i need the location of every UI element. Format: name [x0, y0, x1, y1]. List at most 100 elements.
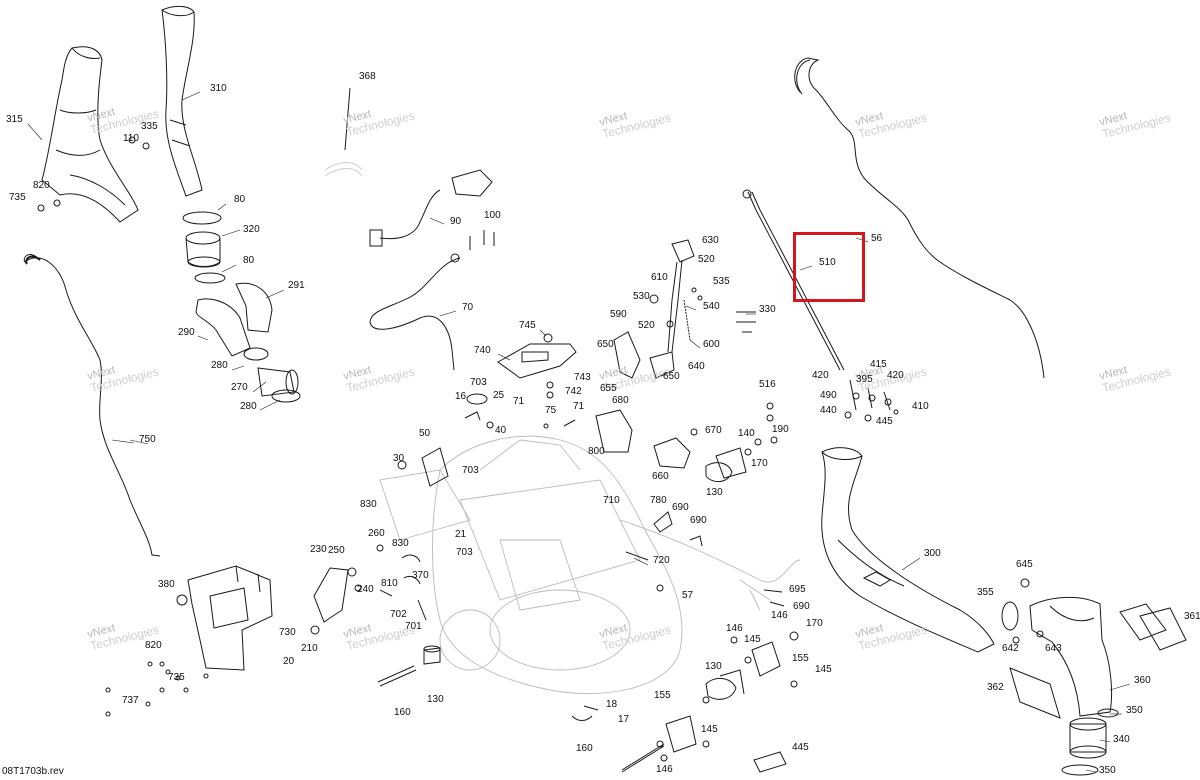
- part-label-740[interactable]: 740: [474, 345, 491, 356]
- part-label-642[interactable]: 642: [1002, 643, 1019, 654]
- part-label-335[interactable]: 335: [141, 121, 158, 132]
- part-label-703[interactable]: 703: [470, 377, 487, 388]
- part-label-362[interactable]: 362: [987, 682, 1004, 693]
- part-label-520[interactable]: 520: [638, 320, 655, 331]
- part-label-25[interactable]: 25: [493, 390, 505, 401]
- part-label-71[interactable]: 71: [513, 396, 525, 407]
- part-label-420[interactable]: 420: [887, 370, 904, 381]
- part-label-410[interactable]: 410: [912, 401, 929, 412]
- part-label-315[interactable]: 315: [6, 114, 23, 125]
- part-label-730[interactable]: 730: [279, 627, 296, 638]
- part-label-290[interactable]: 290: [178, 327, 195, 338]
- part-label-280[interactable]: 280: [211, 360, 228, 371]
- part-label-380[interactable]: 380: [158, 579, 175, 590]
- part-label-140[interactable]: 140: [738, 428, 755, 439]
- part-label-710[interactable]: 710: [603, 495, 620, 506]
- part-label-300[interactable]: 300: [924, 548, 941, 559]
- part-label-130[interactable]: 130: [427, 694, 444, 705]
- part-label-695[interactable]: 695: [789, 584, 806, 595]
- part-label-690[interactable]: 690: [690, 515, 707, 526]
- part-label-361[interactable]: 361: [1184, 611, 1200, 622]
- part-label-670[interactable]: 670: [705, 425, 722, 436]
- part-label-350[interactable]: 350: [1126, 705, 1143, 716]
- part-label-780[interactable]: 780: [650, 495, 667, 506]
- part-label-240[interactable]: 240: [357, 584, 374, 595]
- part-label-820[interactable]: 820: [145, 640, 162, 651]
- part-label-310[interactable]: 310: [210, 83, 227, 94]
- part-label-735[interactable]: 735: [168, 672, 185, 683]
- part-label-16[interactable]: 16: [455, 391, 467, 402]
- part-label-645[interactable]: 645: [1016, 559, 1033, 570]
- part-label-690[interactable]: 690: [793, 601, 810, 612]
- part-label-445[interactable]: 445: [792, 742, 809, 753]
- part-label-160[interactable]: 160: [576, 743, 593, 754]
- part-label-50[interactable]: 50: [419, 428, 431, 439]
- part-label-590[interactable]: 590: [610, 309, 627, 320]
- part-label-360[interactable]: 360: [1134, 675, 1151, 686]
- part-label-146[interactable]: 146: [726, 623, 743, 634]
- part-label-80[interactable]: 80: [234, 194, 246, 205]
- part-label-830[interactable]: 830: [360, 499, 377, 510]
- part-label-743[interactable]: 743: [574, 372, 591, 383]
- part-label-155[interactable]: 155: [654, 690, 671, 701]
- part-label-57[interactable]: 57: [682, 590, 694, 601]
- part-label-703[interactable]: 703: [462, 465, 479, 476]
- part-label-20[interactable]: 20: [283, 656, 295, 667]
- part-label-735[interactable]: 735: [9, 192, 26, 203]
- part-label-800[interactable]: 800: [588, 446, 605, 457]
- part-label-56[interactable]: 56: [871, 233, 883, 244]
- part-label-230[interactable]: 230: [310, 544, 327, 555]
- part-label-702[interactable]: 702: [390, 609, 407, 620]
- part-label-720[interactable]: 720: [653, 555, 670, 566]
- part-label-660[interactable]: 660: [652, 471, 669, 482]
- part-label-445[interactable]: 445: [876, 416, 893, 427]
- part-label-490[interactable]: 490: [820, 390, 837, 401]
- part-label-650[interactable]: 650: [597, 339, 614, 350]
- part-label-320[interactable]: 320: [243, 224, 260, 235]
- part-label-340[interactable]: 340: [1113, 734, 1130, 745]
- part-label-420[interactable]: 420: [812, 370, 829, 381]
- part-label-820[interactable]: 820: [33, 180, 50, 191]
- part-label-655[interactable]: 655: [600, 383, 617, 394]
- part-label-750[interactable]: 750: [139, 434, 156, 445]
- part-label-17[interactable]: 17: [618, 714, 630, 725]
- part-label-145[interactable]: 145: [744, 634, 761, 645]
- part-label-145[interactable]: 145: [815, 664, 832, 675]
- part-label-100[interactable]: 100: [484, 210, 501, 221]
- part-label-680[interactable]: 680: [612, 395, 629, 406]
- part-label-690[interactable]: 690: [672, 502, 689, 513]
- part-label-370[interactable]: 370: [412, 570, 429, 581]
- part-label-440[interactable]: 440: [820, 405, 837, 416]
- part-label-170[interactable]: 170: [806, 618, 823, 629]
- part-label-18[interactable]: 18: [606, 699, 618, 710]
- part-label-70[interactable]: 70: [462, 302, 474, 313]
- part-label-530[interactable]: 530: [633, 291, 650, 302]
- part-label-160[interactable]: 160: [394, 707, 411, 718]
- part-label-30[interactable]: 30: [393, 453, 405, 464]
- part-label-510[interactable]: 510: [819, 257, 836, 268]
- part-label-742[interactable]: 742: [565, 386, 582, 397]
- part-label-130[interactable]: 130: [705, 661, 722, 672]
- part-label-701[interactable]: 701: [405, 621, 422, 632]
- part-label-90[interactable]: 90: [450, 216, 462, 227]
- part-label-270[interactable]: 270: [231, 382, 248, 393]
- part-label-630[interactable]: 630: [702, 235, 719, 246]
- part-label-600[interactable]: 600: [703, 339, 720, 350]
- part-label-395[interactable]: 395: [856, 374, 873, 385]
- part-label-170[interactable]: 170: [751, 458, 768, 469]
- part-label-145[interactable]: 145: [701, 724, 718, 735]
- part-label-280[interactable]: 280: [240, 401, 257, 412]
- part-label-650[interactable]: 650: [663, 371, 680, 382]
- part-label-291[interactable]: 291: [288, 280, 305, 291]
- part-label-516[interactable]: 516: [759, 379, 776, 390]
- part-label-146[interactable]: 146: [771, 610, 788, 621]
- part-label-71[interactable]: 71: [573, 401, 585, 412]
- part-label-350[interactable]: 350: [1099, 765, 1116, 776]
- part-label-40[interactable]: 40: [495, 425, 507, 436]
- part-label-520[interactable]: 520: [698, 254, 715, 265]
- part-label-830[interactable]: 830: [392, 538, 409, 549]
- part-label-610[interactable]: 610: [651, 272, 668, 283]
- part-label-535[interactable]: 535: [713, 276, 730, 287]
- part-label-155[interactable]: 155: [792, 653, 809, 664]
- part-label-146[interactable]: 146: [656, 764, 673, 775]
